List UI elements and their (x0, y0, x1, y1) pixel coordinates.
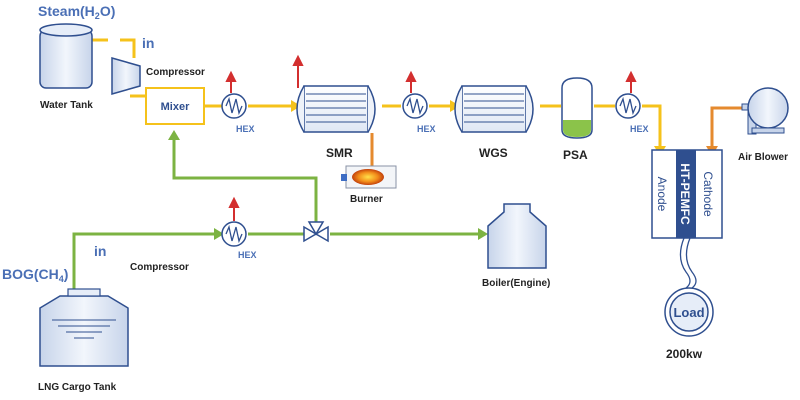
load-wiring (679, 237, 697, 289)
smr-reactor (296, 85, 376, 133)
air-pipeline (370, 106, 742, 170)
psa-label: PSA (563, 148, 588, 162)
hex-label-1: HEX (236, 124, 255, 134)
burner-icon (341, 165, 397, 189)
load-icon (664, 287, 714, 337)
water-tank (39, 23, 93, 89)
mixer-label: Mixer (161, 101, 190, 113)
fuel-cell-name-label: HT-PEMFC (678, 163, 692, 225)
steam-in-label: in (142, 35, 154, 51)
smr-label: SMR (326, 146, 353, 160)
lng-cargo-tank (39, 288, 129, 367)
wgs-label: WGS (479, 146, 508, 160)
hex-icon-4 (221, 221, 247, 247)
fuel-cell-anode-label: Anode (655, 177, 669, 212)
load-label: Load (673, 305, 704, 320)
heat-release-arrows (225, 54, 637, 221)
boiler-engine (487, 203, 547, 269)
psa-vessel (561, 77, 593, 139)
lng-tank-label: LNG Cargo Tank (38, 382, 117, 393)
steam-title: Steam(H2O) (38, 3, 115, 21)
boiler-label: Boiler(Engine) (482, 278, 550, 289)
hex-label-2: HEX (417, 124, 436, 134)
three-way-valve-icon (303, 221, 329, 243)
compressor-bottom-label: Compressor (130, 262, 189, 273)
water-tank-label: Water Tank (40, 100, 93, 111)
hex-icon-2 (402, 93, 428, 119)
burner-label: Burner (350, 194, 383, 205)
compressor-top-label: Compressor (146, 67, 205, 78)
compressor-top-icon (111, 57, 141, 95)
bog-pipeline (72, 136, 480, 296)
fuel-cell-stack (651, 149, 723, 239)
wgs-reactor (454, 85, 534, 133)
bog-title: BOG(CH4) (2, 266, 68, 284)
steam-pipeline (92, 38, 662, 150)
air-blower-label: Air Blower (738, 152, 788, 163)
fuel-cell-cathode-label: Cathode (701, 171, 715, 217)
bog-arrows (168, 130, 488, 240)
hex-icon-3 (615, 93, 641, 119)
hex-icon-1 (221, 93, 247, 119)
hex-label-4: HEX (238, 250, 257, 260)
load-power-label: 200kw (666, 347, 703, 361)
bog-in-label: in (94, 243, 106, 259)
hex-label-3: HEX (630, 124, 649, 134)
air-blower-icon (741, 87, 789, 135)
mixer-box (145, 87, 205, 125)
